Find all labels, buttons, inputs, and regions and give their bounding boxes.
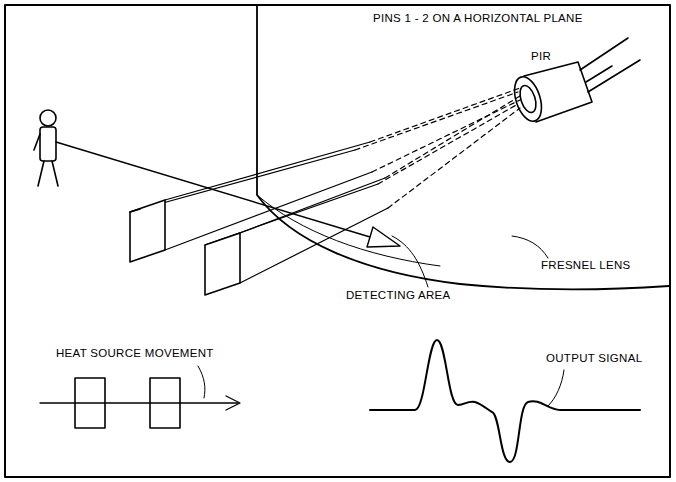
pir-sensor — [509, 38, 640, 125]
movement-arrow — [56, 142, 370, 237]
detection-zone-slab — [130, 200, 240, 295]
frame-border — [5, 5, 670, 477]
signal-label: OUTPUT SIGNAL — [545, 352, 643, 365]
leader-line — [512, 236, 548, 258]
pins-note: PINS 1 - 2 ON A HORIZONTAL PLANE — [372, 12, 584, 25]
part-name: FRESNEL LENS — [540, 259, 631, 272]
arrow-head — [367, 227, 400, 247]
arrow-head — [226, 396, 240, 410]
leader-line — [198, 366, 205, 398]
movement-line — [40, 402, 238, 403]
area-label: DETECTING AREA — [345, 289, 452, 302]
leader-line — [392, 236, 428, 287]
part-name: PIR — [530, 50, 552, 63]
detection-beams — [130, 88, 520, 283]
leader-line — [548, 370, 564, 406]
motion-label: HEAT SOURCE MOVEMENT — [55, 347, 215, 360]
fresnel-lens-outline — [257, 6, 669, 290]
person-figure — [34, 110, 58, 186]
